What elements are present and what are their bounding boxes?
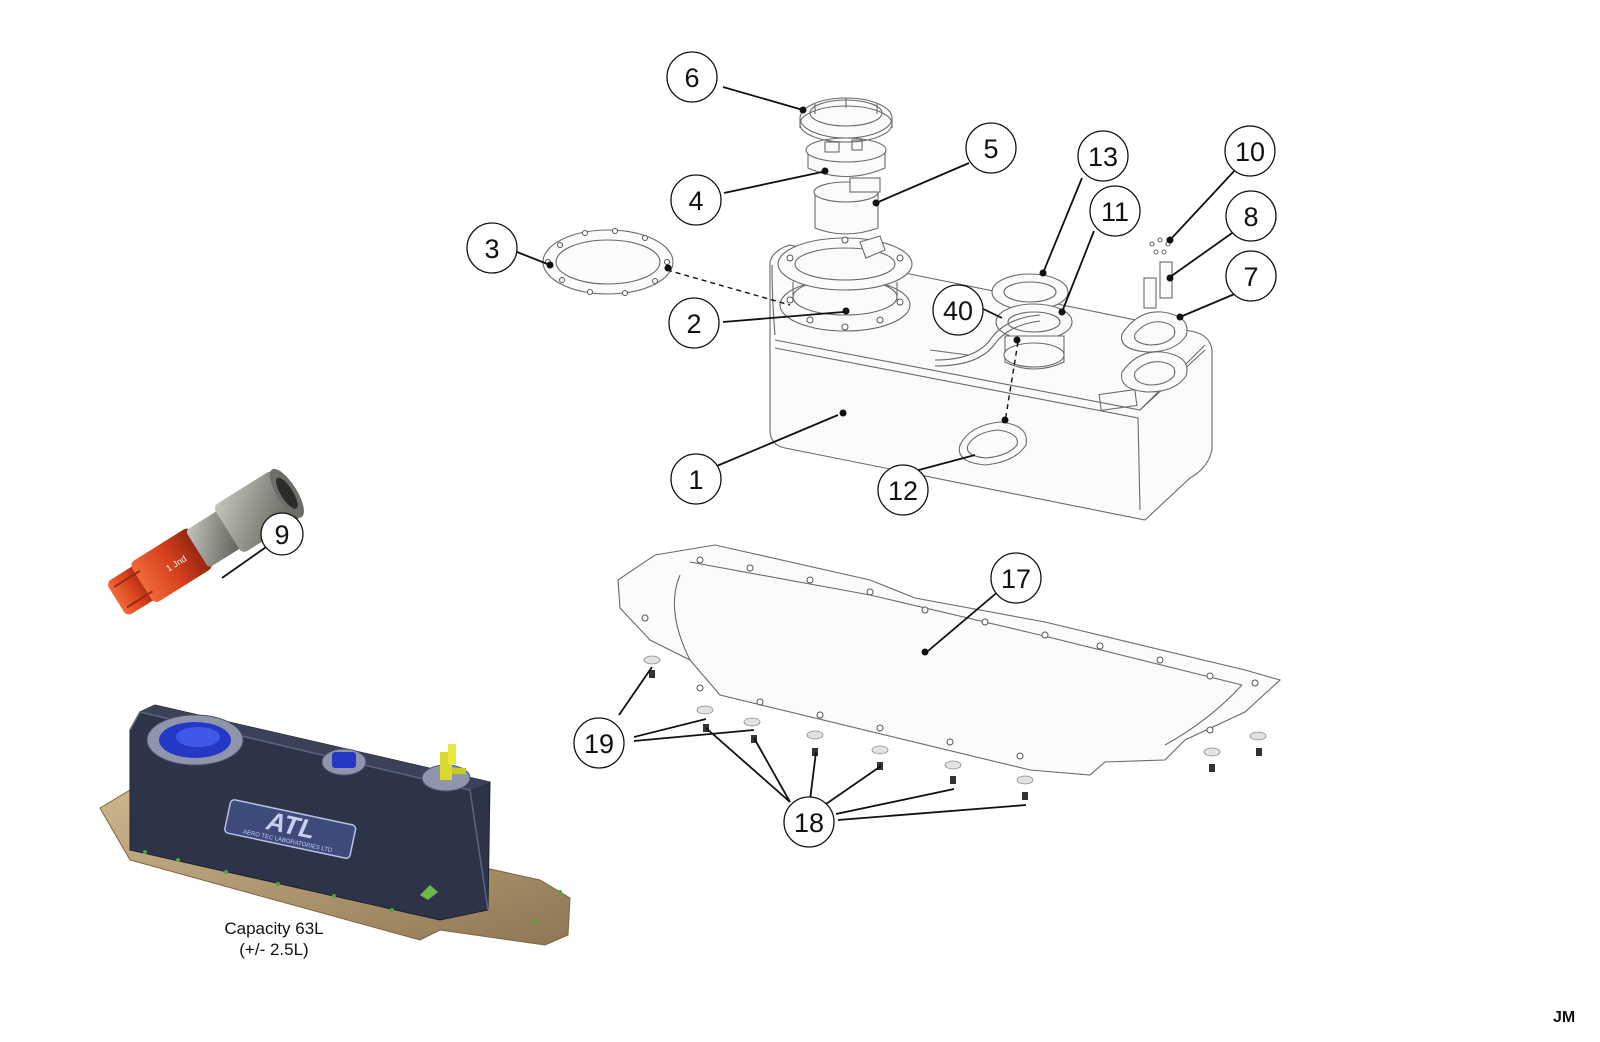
fixing-bolts	[643, 655, 1267, 800]
svg-text:4: 4	[688, 186, 703, 216]
svg-text:3: 3	[484, 234, 499, 264]
svg-text:13: 13	[1088, 142, 1118, 172]
atl-tank-render: ATL AERO TEC LABORATORIES LTD	[99, 704, 571, 946]
callout-18: 18	[783, 796, 835, 848]
capacity-caption: Capacity 63L	[224, 919, 324, 938]
callout-9: 9	[260, 512, 304, 556]
callout-10: 10	[1224, 125, 1276, 177]
callout-19: 19	[573, 717, 625, 769]
leader-dots	[546, 106, 1184, 656]
callout-2: 2	[668, 297, 720, 349]
callout-8: 8	[1225, 190, 1277, 242]
svg-text:11: 11	[1101, 197, 1129, 227]
lower-gasket	[958, 421, 1028, 466]
lock-ring	[799, 97, 893, 143]
svg-text:9: 9	[274, 520, 289, 550]
svg-text:8: 8	[1243, 202, 1258, 232]
svg-text:17: 17	[1001, 564, 1031, 594]
callout-7: 7	[1225, 250, 1277, 302]
svg-text:40: 40	[943, 296, 973, 326]
callout-40: 40	[932, 284, 984, 336]
sender-flange-assembly	[934, 273, 1073, 370]
svg-text:5: 5	[983, 134, 998, 164]
author-initials: JM	[1553, 1009, 1576, 1026]
callout-3: 3	[466, 222, 518, 274]
svg-text:7: 7	[1243, 262, 1258, 292]
callout-4: 4	[670, 174, 722, 226]
callout-13: 13	[1077, 130, 1129, 182]
svg-text:1: 1	[688, 465, 703, 495]
svg-text:10: 10	[1235, 137, 1265, 167]
skid-plate	[617, 544, 1282, 776]
assembly-lines	[666, 269, 1019, 423]
callout-1: 1	[670, 453, 722, 505]
callout-11: 11	[1089, 185, 1141, 237]
svg-text:19: 19	[584, 729, 614, 759]
svg-text:2: 2	[686, 309, 701, 339]
callout-5: 5	[965, 122, 1017, 174]
svg-text:6: 6	[684, 63, 699, 93]
callout-12: 12	[877, 464, 929, 516]
callout-17: 17	[990, 552, 1042, 604]
dry-break-fitting-photo: 1 Jnd	[108, 468, 304, 615]
gasket-ring	[542, 228, 674, 296]
svg-text:12: 12	[888, 476, 918, 506]
tolerance-caption: (+/- 2.5L)	[239, 940, 309, 959]
svg-text:18: 18	[794, 808, 824, 838]
callout-6: 6	[666, 51, 718, 103]
leader-lines	[221, 86, 1243, 821]
vent-cap-assembly	[1120, 237, 1188, 393]
